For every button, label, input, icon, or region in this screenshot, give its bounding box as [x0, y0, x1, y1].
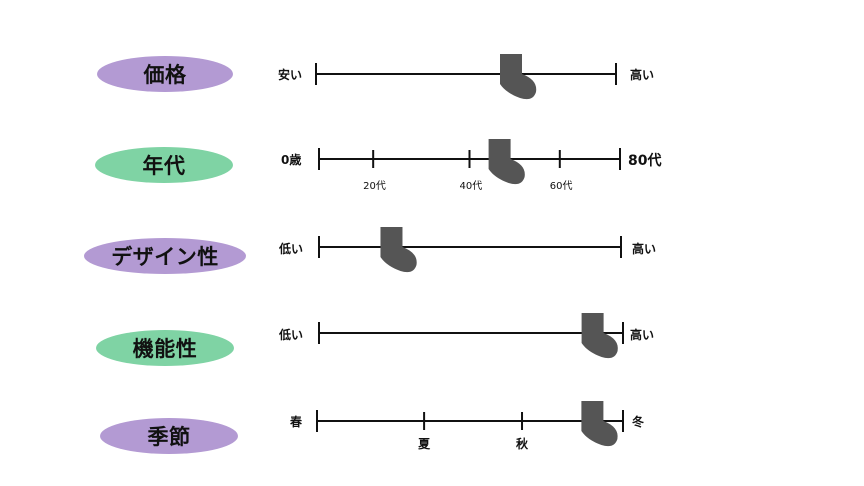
sock-icon: [500, 54, 537, 100]
scale-left-label: 春: [290, 415, 303, 429]
scale-0: [315, 54, 617, 100]
axis-label-1: 年代: [95, 147, 233, 183]
scale-1: [318, 139, 621, 185]
scale-right-label: 冬: [632, 415, 645, 429]
scale-right-label: 高い: [630, 68, 655, 82]
scale-4: [316, 401, 624, 447]
scale-left-label: 低い: [279, 328, 304, 342]
sock-icon: [581, 401, 618, 447]
sock-icon: [581, 313, 618, 359]
scale-right-label: 80代: [628, 153, 662, 169]
tick-label: 夏: [418, 437, 431, 451]
scale-right-label: 高い: [632, 242, 657, 256]
scale-2: [318, 227, 622, 273]
scale-left-label: 安い: [278, 68, 303, 82]
tick-label: 60代: [549, 181, 573, 192]
axis-label-2: デザイン性: [84, 238, 246, 274]
sock-icon: [488, 139, 525, 185]
axis-label-4: 季節: [100, 418, 238, 454]
tick-label: 40代: [459, 181, 483, 192]
scale-left-label: 低い: [279, 242, 304, 256]
axis-label-0: 価格: [97, 56, 233, 92]
scale-right-label: 高い: [630, 328, 655, 342]
sock-icon: [380, 227, 417, 273]
axis-label-3: 機能性: [96, 330, 234, 366]
scale-left-label: 0歳: [281, 153, 302, 167]
tick-label: 秋: [516, 437, 529, 451]
tick-label: 20代: [363, 181, 386, 192]
scale-3: [318, 313, 624, 359]
